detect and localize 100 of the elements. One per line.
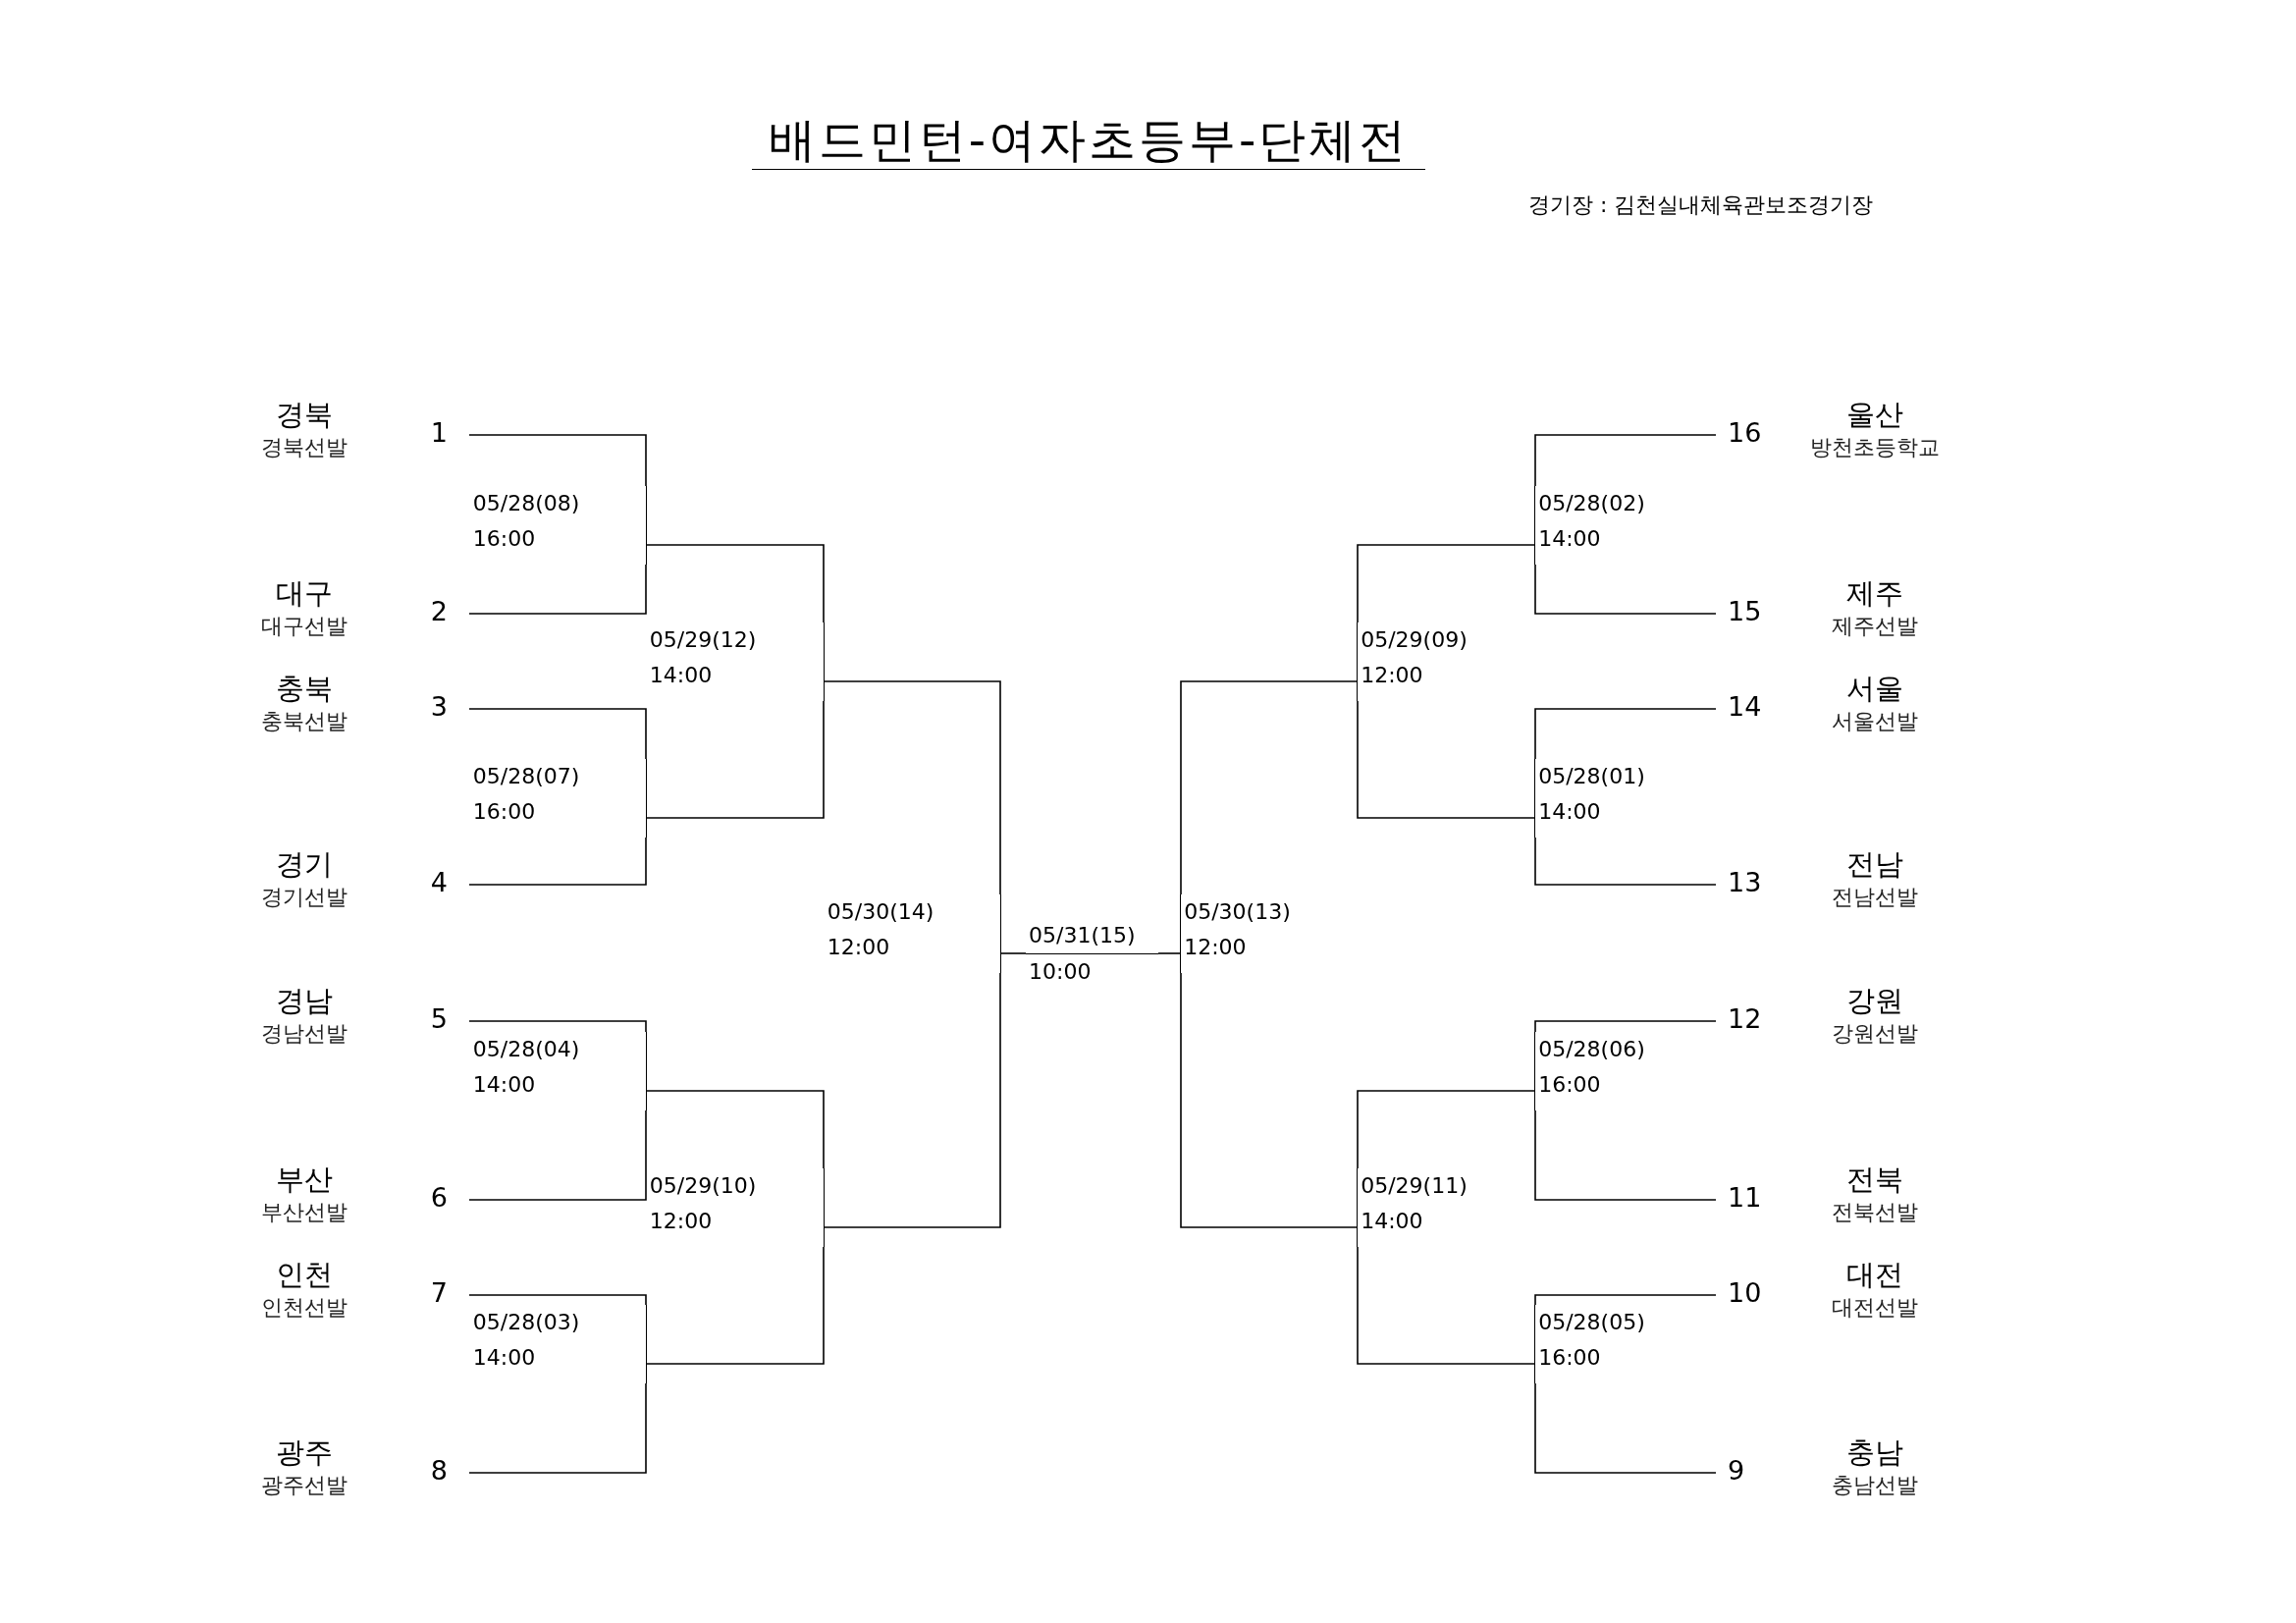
match-time: 12:00 — [1183, 934, 1247, 961]
seed-number: 8 — [430, 1455, 448, 1486]
bracket-line — [1180, 680, 1359, 895]
match-date: 05/28(04) — [471, 1036, 580, 1063]
bracket-line — [645, 1090, 825, 1169]
team-subtitle: 대전선발 — [1832, 1294, 1918, 1322]
team-name: 전남 — [1846, 846, 1903, 883]
bracket-line — [1180, 972, 1359, 1228]
match-date: 05/28(07) — [471, 763, 580, 790]
team-subtitle: 경북선발 — [261, 434, 347, 461]
seed-number: 9 — [1728, 1455, 1745, 1486]
match-time: 12:00 — [826, 934, 890, 961]
seed-number: 6 — [430, 1182, 448, 1213]
bracket-line — [1357, 1246, 1536, 1365]
team-subtitle: 전북선발 — [1832, 1199, 1918, 1226]
team-subtitle: 인천선발 — [261, 1294, 347, 1322]
match-date: 05/28(06) — [1537, 1036, 1645, 1063]
bracket-line — [1534, 1109, 1717, 1201]
seed-number: 5 — [430, 1003, 448, 1034]
team-name: 제주 — [1846, 575, 1903, 612]
team-name: 경남 — [276, 983, 333, 1019]
bracket-line — [1357, 1090, 1536, 1169]
match-time: 14:00 — [471, 1344, 536, 1372]
bracket-line — [645, 544, 825, 623]
title: 배드민턴-여자초등부-단체전 — [752, 110, 1425, 170]
match-date: 05/28(01) — [1537, 763, 1645, 790]
bracket-line — [1357, 544, 1536, 623]
team-subtitle: 대구선발 — [261, 613, 347, 640]
match-time: 14:00 — [1360, 1208, 1423, 1235]
team-name: 울산 — [1846, 397, 1903, 433]
match-time: 14:00 — [648, 662, 713, 689]
bracket-line — [468, 1109, 647, 1201]
match-time: 12:00 — [1360, 662, 1423, 689]
bracket-line — [823, 680, 1001, 895]
match-time: 14:00 — [1537, 525, 1601, 553]
seed-number: 1 — [430, 417, 448, 448]
match-time: 14:00 — [1537, 798, 1601, 826]
match-time: 10:00 — [1028, 958, 1092, 986]
team-name: 경북 — [276, 397, 333, 433]
team-name: 경기 — [276, 846, 333, 883]
seed-number: 13 — [1728, 867, 1762, 897]
match-date: 05/30(14) — [826, 898, 934, 926]
seed-number: 16 — [1728, 417, 1762, 448]
seed-number: 3 — [430, 691, 448, 722]
team-name: 광주 — [276, 1434, 333, 1471]
team-subtitle: 제주선발 — [1832, 613, 1918, 640]
match-date: 05/29(12) — [648, 626, 757, 654]
bracket-line — [1534, 837, 1717, 886]
bracket-line — [1534, 1294, 1717, 1306]
team-name: 전북 — [1846, 1162, 1903, 1198]
bracket-line — [823, 972, 1001, 1228]
team-name: 서울 — [1846, 671, 1903, 707]
bracket-line — [1534, 708, 1717, 760]
bracket-line — [999, 952, 1027, 954]
bracket-line — [1534, 564, 1717, 615]
bracket-line — [468, 1020, 647, 1033]
match-time: 16:00 — [471, 525, 536, 553]
match-time: 16:00 — [1537, 1344, 1601, 1372]
team-subtitle: 부산선발 — [261, 1199, 347, 1226]
bracket-line — [468, 837, 647, 886]
match-date: 05/28(05) — [1537, 1309, 1645, 1336]
bracket-line — [468, 1294, 647, 1306]
seed-number: 15 — [1728, 596, 1762, 626]
match-time: 16:00 — [1537, 1071, 1601, 1099]
match-time: 12:00 — [648, 1208, 713, 1235]
team-name: 대구 — [276, 575, 333, 612]
bracket-line — [645, 700, 825, 819]
team-subtitle: 방천초등학교 — [1810, 434, 1940, 461]
team-name: 충남 — [1846, 1434, 1903, 1471]
team-name: 강원 — [1846, 983, 1903, 1019]
bracket-line — [1534, 1020, 1717, 1033]
team-subtitle: 경기선발 — [261, 884, 347, 911]
team-name: 부산 — [276, 1162, 333, 1198]
bracket-line — [1534, 1382, 1717, 1474]
venue-note: 경기장 : 김천실내체육관보조경기장 — [1528, 191, 1874, 219]
match-date: 05/29(10) — [648, 1172, 757, 1200]
seed-number: 2 — [430, 596, 448, 626]
seed-number: 14 — [1728, 691, 1762, 722]
team-subtitle: 충남선발 — [1832, 1472, 1918, 1499]
match-date: 05/29(11) — [1360, 1172, 1468, 1200]
bracket-line — [468, 1382, 647, 1474]
team-name: 대전 — [1846, 1257, 1903, 1293]
bracket-line — [1534, 434, 1717, 487]
seed-number: 7 — [430, 1277, 448, 1308]
match-date: 05/31(15) — [1026, 918, 1158, 954]
bracket-line — [645, 1246, 825, 1365]
team-subtitle: 서울선발 — [1832, 708, 1918, 735]
bracket-line — [468, 708, 647, 760]
seed-number: 12 — [1728, 1003, 1762, 1034]
seed-number: 4 — [430, 867, 448, 897]
team-name: 인천 — [276, 1257, 333, 1293]
match-date: 05/30(13) — [1183, 898, 1291, 926]
match-date: 05/28(02) — [1537, 490, 1645, 517]
bracket-line — [468, 564, 647, 615]
match-date: 05/28(03) — [471, 1309, 580, 1336]
match-time: 16:00 — [471, 798, 536, 826]
team-subtitle: 전남선발 — [1832, 884, 1918, 911]
team-name: 충북 — [276, 671, 333, 707]
bracket-line — [1157, 952, 1182, 954]
team-subtitle: 강원선발 — [1832, 1020, 1918, 1048]
